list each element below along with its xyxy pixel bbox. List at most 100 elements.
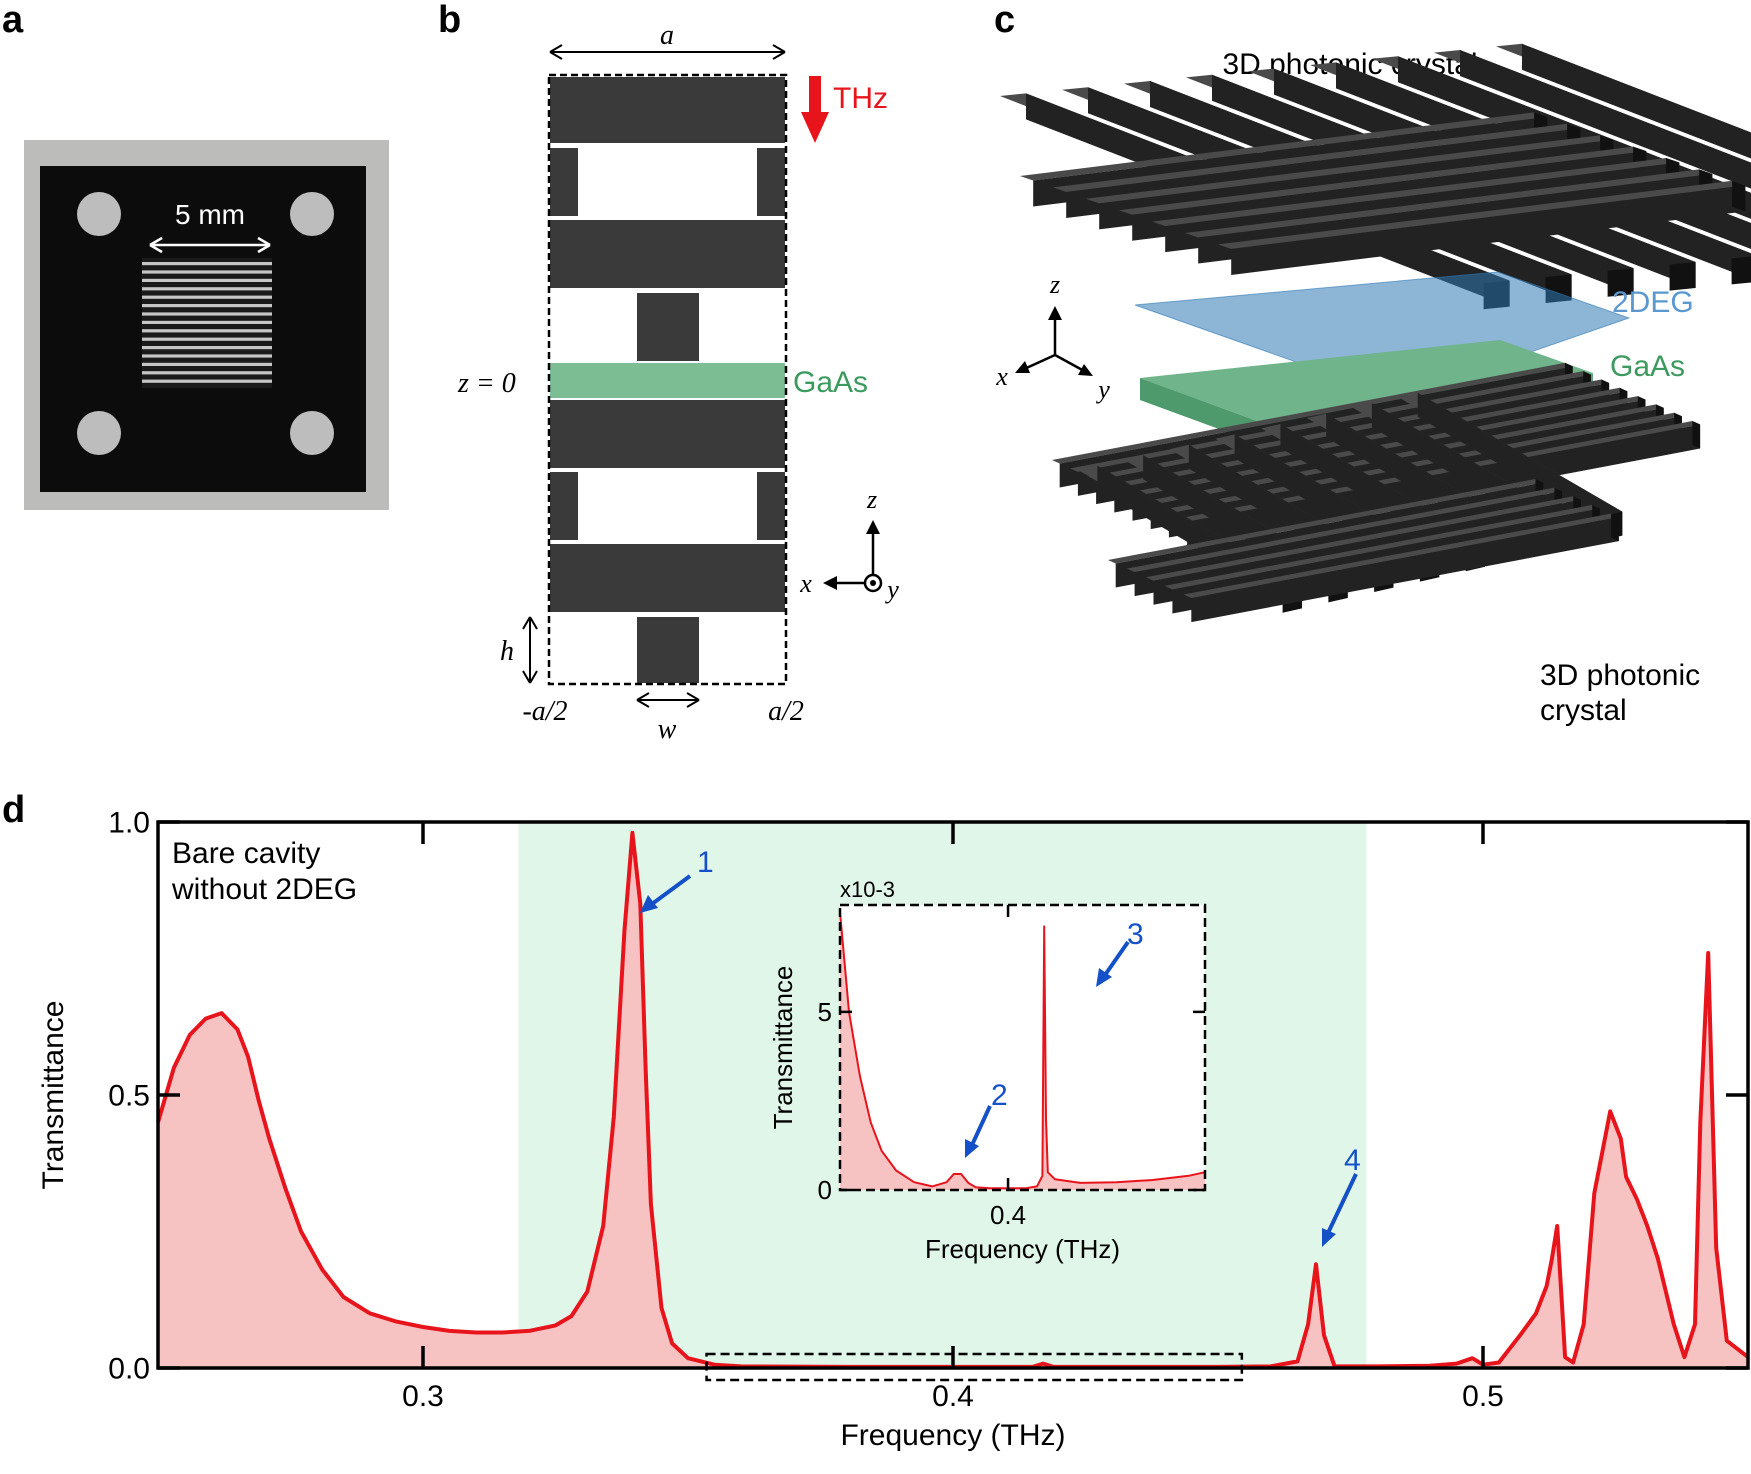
rod-top-face xyxy=(1164,504,1600,590)
rod-horizontal xyxy=(550,544,785,612)
rod-edge xyxy=(550,148,578,216)
thz-incidence-arrow xyxy=(801,76,829,143)
rod-top-face xyxy=(1126,487,1563,573)
rod-top-face xyxy=(1183,513,1619,599)
peak-3-marker: 3 xyxy=(1096,918,1144,987)
grating-line xyxy=(142,304,272,308)
rod-edge xyxy=(550,472,578,540)
h-label: h xyxy=(500,636,514,667)
inset-region-marker xyxy=(705,1352,1244,1382)
bottom-photonic-crystal xyxy=(1052,362,1701,623)
transmittance-area xyxy=(158,832,1748,1368)
rod-front-face xyxy=(1607,268,1634,297)
w-label: w xyxy=(658,714,677,745)
rod-top-face xyxy=(1052,362,1573,464)
x-axis-label: Frequency (THz) xyxy=(925,1234,1120,1264)
panel-b: b a THz GaAs z = 0 h xyxy=(438,0,899,745)
rod-side-face xyxy=(1460,50,1751,189)
rod-edge xyxy=(757,148,785,216)
left-edge-label: -a/2 xyxy=(522,696,567,727)
plot-frame xyxy=(838,903,1207,1192)
grating-line xyxy=(142,346,272,350)
rod-top-face xyxy=(1086,135,1614,204)
scale-bar-arrowheads xyxy=(149,236,271,254)
scale-bar-label: 5 mm xyxy=(175,199,245,230)
panel-a: a 5 mm xyxy=(2,0,389,510)
axis-y-label-c: y xyxy=(1095,375,1110,404)
y-axis-label: Transmittance xyxy=(37,1001,70,1190)
grating-line xyxy=(142,379,272,383)
rod-front-face xyxy=(1611,513,1619,542)
rod-center xyxy=(637,293,699,361)
bottom-crystal-label-line1: 3D photonic xyxy=(1540,659,1700,692)
x-tick-label: 0.4 xyxy=(990,1200,1026,1230)
right-edge-label: a/2 xyxy=(768,696,804,727)
peak-2-label: 2 xyxy=(991,1079,1008,1112)
axis-z-label-c: z xyxy=(1049,270,1060,299)
rod-top-face xyxy=(1020,112,1548,181)
y-axis-label: Transmittance xyxy=(768,966,798,1130)
grating-line xyxy=(142,295,272,299)
mounting-hole-top-left xyxy=(77,192,121,236)
grating-line xyxy=(142,312,272,316)
peak-1-label: 1 xyxy=(697,846,714,879)
axis-x-label-c: x xyxy=(995,362,1008,391)
y-tick-label: 5 xyxy=(818,997,832,1027)
rod-side-face xyxy=(1522,43,1751,159)
gaas-layer xyxy=(550,363,785,398)
rod-center xyxy=(637,617,699,683)
peak-2-marker: 2 xyxy=(965,1079,1008,1158)
rod-top-face xyxy=(1053,123,1581,192)
h-dimension-arrowheads xyxy=(522,616,538,684)
rod-top-face xyxy=(1152,158,1680,227)
panel-letter-c: c xyxy=(994,0,1015,41)
lattice-constant-label: a xyxy=(660,20,674,51)
inset-background xyxy=(840,905,1205,1190)
grating-line xyxy=(142,262,272,266)
bottom-crystal-label-line2: crystal xyxy=(1540,694,1627,727)
gaas-label-c: GaAs xyxy=(1610,350,1685,383)
grating-line xyxy=(142,354,272,358)
panel-c: c 3D photonic crystal 2DEG GaAs 3D photo… xyxy=(994,0,1751,727)
axes-triad-b: z x y xyxy=(799,485,899,604)
grating-line xyxy=(142,278,272,282)
y-tick-label: 0.0 xyxy=(108,1353,150,1386)
thz-label: THz xyxy=(833,82,888,115)
rod-horizontal xyxy=(550,77,785,143)
rod-side-face xyxy=(1231,185,1746,275)
x-tick-label: 0.3 xyxy=(402,1380,444,1413)
rod-front-face xyxy=(1732,180,1746,212)
unit-cell-boundary xyxy=(547,73,788,686)
bare-cavity-annotation-line2: without 2DEG xyxy=(171,873,357,906)
rod-front-face xyxy=(1731,256,1751,285)
gaas-label: GaAs xyxy=(793,366,868,399)
z0-label: z = 0 xyxy=(457,368,516,399)
unit-cell-rods xyxy=(550,77,785,683)
panel-letter-b: b xyxy=(438,0,461,41)
bare-cavity-annotation-line1: Bare cavity xyxy=(172,837,320,870)
grating-line xyxy=(142,371,272,375)
transmittance-area xyxy=(840,912,1205,1190)
y-tick-label: 1.0 xyxy=(108,807,150,840)
peak-3-label: 3 xyxy=(1127,918,1144,951)
twodeg-label: 2DEG xyxy=(1612,286,1694,319)
rod-side-face xyxy=(1191,517,1619,623)
mounting-hole-bottom-left xyxy=(77,411,121,455)
axes-triad-c: z x y xyxy=(995,270,1110,404)
grating-line xyxy=(142,337,272,341)
inset-exponent-label: x10-3 xyxy=(840,877,895,902)
w-dimension-arrowheads xyxy=(636,692,700,708)
rod-top-face xyxy=(1108,479,1544,564)
panel-letter-d: d xyxy=(2,789,25,831)
y-tick-label: 0 xyxy=(818,1175,832,1205)
rod-horizontal xyxy=(550,400,785,468)
mounting-hole-top-right xyxy=(290,192,334,236)
x-axis-label: Frequency (THz) xyxy=(840,1419,1065,1452)
y-tick-label: 0.5 xyxy=(108,1080,150,1113)
lattice-width-arrowheads xyxy=(549,44,786,60)
grating-pattern xyxy=(142,258,272,388)
axis-z-label: z xyxy=(866,485,877,514)
